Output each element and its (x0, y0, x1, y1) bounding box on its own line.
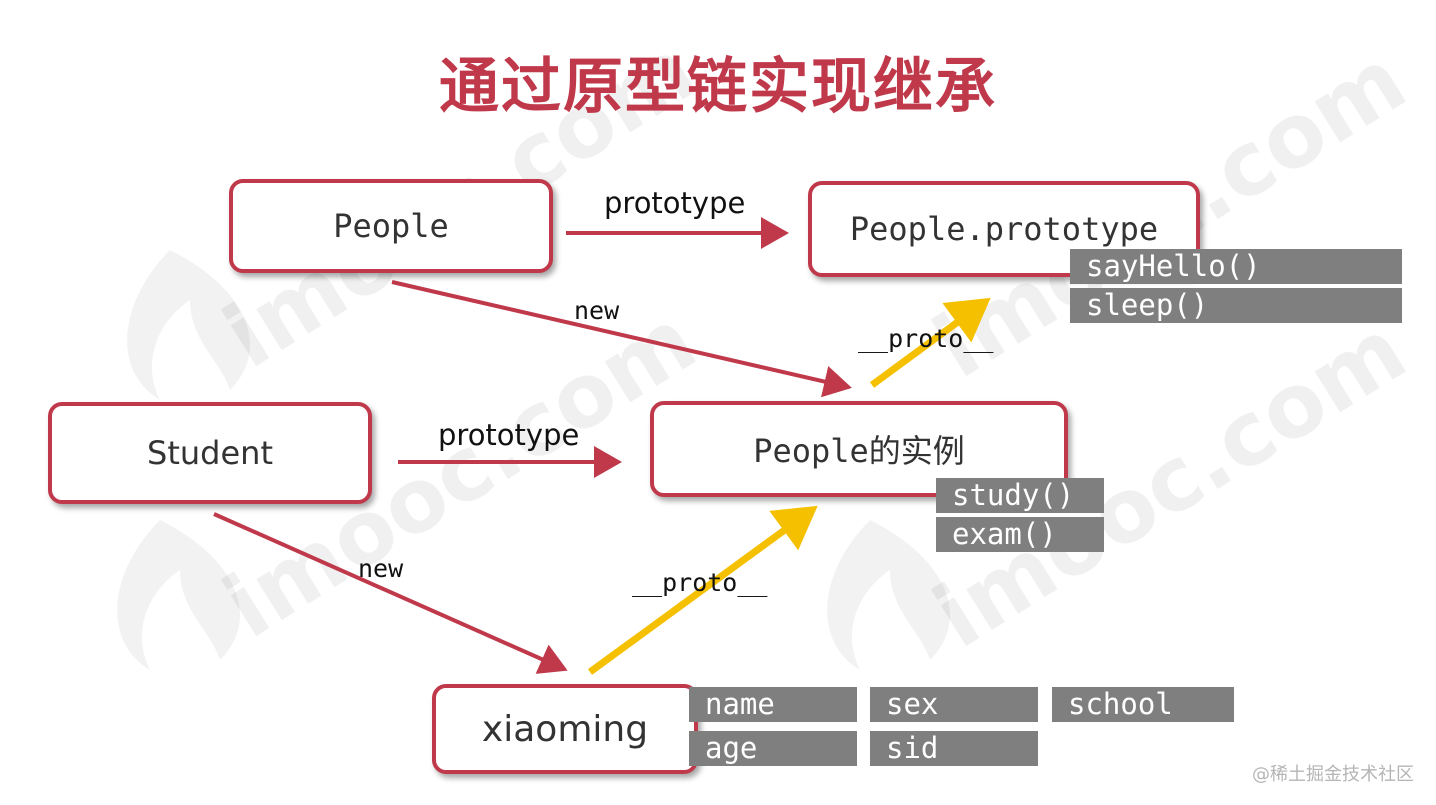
flame-logo-1 (127, 250, 250, 400)
node-people-instance: People的实例 (650, 401, 1068, 497)
label-people-prototype: prototype (604, 186, 746, 220)
arrow-people-new (391, 280, 852, 398)
flame-logo-3 (827, 520, 950, 670)
page-title: 通过原型链实现继承 (439, 52, 997, 122)
property-age: age (689, 731, 857, 766)
node-xiaoming: xiaoming (432, 684, 698, 774)
property-name: name (689, 687, 857, 722)
label-student-new: new (358, 554, 404, 583)
method-study: study() (936, 478, 1104, 513)
credit-text: @稀土掘金技术社区 (1252, 764, 1414, 785)
label-student-prototype: prototype (438, 418, 580, 452)
property-sex: sex (870, 687, 1038, 722)
arrow-instance-proto (869, 297, 991, 388)
node-student: Student (48, 402, 372, 504)
node-people: People (229, 179, 553, 273)
method-say-hello: sayHello() (1070, 249, 1402, 284)
property-school: school (1052, 687, 1234, 722)
method-sleep: sleep() (1070, 288, 1402, 323)
method-exam: exam() (936, 517, 1104, 552)
arrow-student-new (213, 512, 568, 674)
label-xiaoming-proto: __proto__ (632, 568, 768, 597)
label-people-new: new (574, 296, 620, 325)
label-people-proto: __proto__ (858, 324, 994, 353)
property-sid: sid (870, 731, 1038, 766)
flame-logo-2 (117, 520, 240, 670)
arrow-xiaoming-proto (587, 505, 818, 675)
